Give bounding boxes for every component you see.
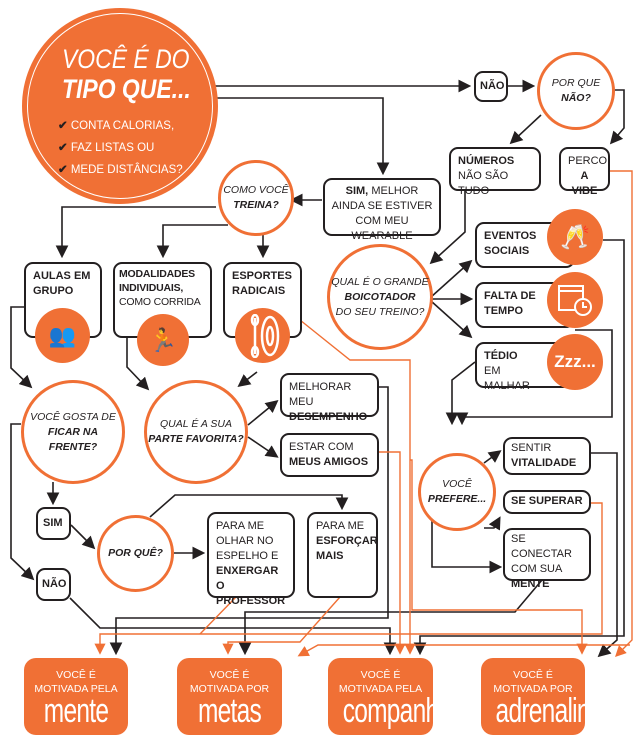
wire: [126, 337, 150, 391]
wire: [156, 224, 228, 259]
check-item: ✔ CONTA CALORIAS,: [58, 120, 175, 132]
checkmark-icon: ✔: [58, 142, 68, 154]
wire: [431, 512, 503, 574]
answer-sim: SIM: [36, 507, 71, 540]
wire-orange: [94, 633, 420, 655]
calendar-clock-icon: [547, 272, 603, 328]
wire: [238, 579, 543, 656]
wire-orange: [222, 596, 341, 655]
wire: [413, 239, 625, 656]
wire-orange: [420, 502, 603, 635]
wire: [609, 89, 625, 145]
answer-sim-wearable: SIM, MELHOR AINDA SE ESTIVER COM MEU WEA…: [323, 178, 441, 242]
wire: [247, 399, 279, 426]
answer-nao-frente: NÃO: [36, 568, 71, 601]
option-olhar-no-espelho: PARA ME OLHAR NO ESPELHO E ENXERGAR O PR…: [207, 512, 295, 607]
wire-orange: [609, 170, 633, 657]
por-que-circle: POR QUÊ?: [97, 515, 174, 592]
checkmark-icon: ✔: [58, 164, 68, 176]
wire: [55, 206, 216, 259]
wire: [69, 597, 397, 656]
wire: [590, 452, 618, 658]
wire: [237, 371, 258, 387]
wire: [483, 450, 502, 464]
wire: [149, 494, 349, 518]
wire: [10, 423, 35, 581]
option-numeros-nao-sao-tudo: NÚMEROS NÃO SÃO TUDO: [449, 147, 541, 197]
wire-orange: [299, 319, 416, 655]
wire: [484, 516, 501, 531]
wire-orange: [378, 451, 406, 655]
wire: [217, 97, 390, 176]
wire: [429, 191, 466, 265]
answer-nao: NÃO: [474, 71, 508, 102]
runner-icon: 🏃: [137, 314, 189, 366]
wire: [445, 361, 476, 426]
wire: [247, 436, 279, 458]
option-se-superar: SE SUPERAR: [503, 490, 591, 514]
check-item: ✔ FAZ LISTAS OU: [58, 142, 155, 154]
wire: [10, 306, 33, 389]
wire-orange: [199, 596, 237, 635]
checkmark-icon: ✔: [58, 120, 68, 132]
wire: [109, 386, 389, 656]
start-title-line2: TIPO QUE...: [62, 74, 191, 104]
wire: [70, 524, 96, 550]
start-title-line1: VOCÊ É DO: [62, 44, 190, 74]
wire: [430, 259, 473, 298]
wire: [430, 300, 473, 339]
start-question-circle: VOCÊ É DO TIPO QUE... ✔ CONTA CALORIAS, …: [22, 8, 218, 204]
wire: [455, 329, 613, 426]
zzz-icon: Zzz...: [547, 334, 603, 390]
wire-orange: [410, 459, 588, 655]
group-people-icon: 👥: [35, 308, 90, 363]
wire: [509, 114, 542, 145]
kayak-paddle-icon: [235, 308, 290, 363]
toast-glasses-icon: 🥂: [547, 209, 603, 265]
check-item: ✔ MEDE DISTÂNCIAS?: [58, 164, 183, 176]
wire-orange: [297, 644, 630, 657]
